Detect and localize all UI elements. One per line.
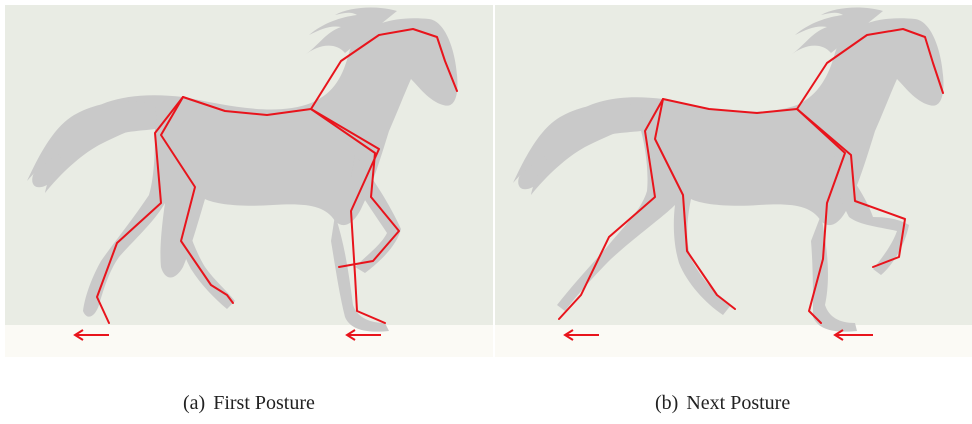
caption-text: Next Posture: [686, 392, 790, 414]
ground-strip: [5, 325, 493, 357]
caption-tag: (a): [183, 392, 205, 414]
ground-strip: [495, 325, 972, 357]
caption-text: First Posture: [213, 392, 315, 414]
panel-first-posture: [5, 5, 493, 357]
panel-b-canvas: [495, 5, 972, 357]
caption-first-posture: (a) First Posture: [183, 392, 315, 415]
panel-a-canvas: [5, 5, 493, 357]
caption-tag: (b): [655, 392, 678, 414]
panel-next-posture: [495, 5, 972, 357]
caption-next-posture: (b) Next Posture: [655, 392, 790, 415]
